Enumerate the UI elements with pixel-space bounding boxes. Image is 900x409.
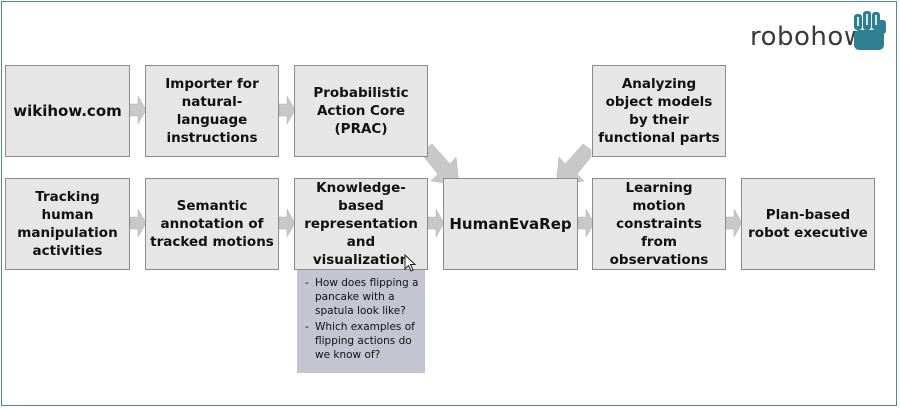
box-semantic: Semantic annotation of tracked motions xyxy=(145,178,279,270)
robohow-logo: robohow xyxy=(750,8,890,60)
box-wikihow: wikihow.com xyxy=(5,65,130,157)
box-wikihow-label: wikihow.com xyxy=(13,102,122,120)
arrow-tracking-to-semantic xyxy=(129,208,147,238)
arrow-humanevarep-to-learning xyxy=(577,208,595,238)
box-knowledge-label: Knowledge-based representation and visua… xyxy=(304,180,418,268)
question-callout: How does flipping a pancake with a spatu… xyxy=(297,270,425,373)
box-analyzing-label: Analyzing object models by their functio… xyxy=(598,76,720,146)
box-tracking-label: Tracking human manipulation activities xyxy=(17,189,118,259)
box-knowledge: Knowledge-based representation and visua… xyxy=(294,178,428,270)
box-learning: Learning motion constraints from observa… xyxy=(592,178,726,270)
box-humanevarep: HumanEvaRep xyxy=(443,178,578,270)
box-importer: Importer for natural-language instructio… xyxy=(145,65,279,157)
box-importer-label: Importer for natural-language instructio… xyxy=(165,76,259,146)
box-humanevarep-label: HumanEvaRep xyxy=(449,215,572,233)
box-semantic-label: Semantic annotation of tracked motions xyxy=(150,198,274,250)
arrow-wikihow-to-importer xyxy=(129,95,147,125)
question-item: How does flipping a pancake with a spatu… xyxy=(303,276,419,318)
logo-text: robohow xyxy=(750,22,866,52)
arrow-learning-to-planbased xyxy=(725,208,743,238)
box-tracking: Tracking human manipulation activities xyxy=(5,178,130,270)
box-learning-label: Learning motion constraints from observa… xyxy=(609,180,709,268)
box-planbased-label: Plan-based robot executive xyxy=(748,207,868,241)
mouse-cursor-icon xyxy=(404,254,417,272)
question-list: How does flipping a pancake with a spatu… xyxy=(303,276,419,362)
arrow-importer-to-prac xyxy=(278,95,296,125)
box-planbased: Plan-based robot executive xyxy=(741,178,875,270)
arrow-semantic-to-knowledge xyxy=(278,208,296,238)
arrow-knowledge-to-humanevarep xyxy=(427,208,445,238)
box-prac-label: Probabilistic Action Core (PRAC) xyxy=(313,85,409,137)
box-prac: Probabilistic Action Core (PRAC) xyxy=(294,65,428,157)
robohow-hand-icon xyxy=(854,11,886,50)
box-analyzing: Analyzing object models by their functio… xyxy=(592,65,726,157)
question-item: Which examples of flipping actions do we… xyxy=(303,320,419,362)
